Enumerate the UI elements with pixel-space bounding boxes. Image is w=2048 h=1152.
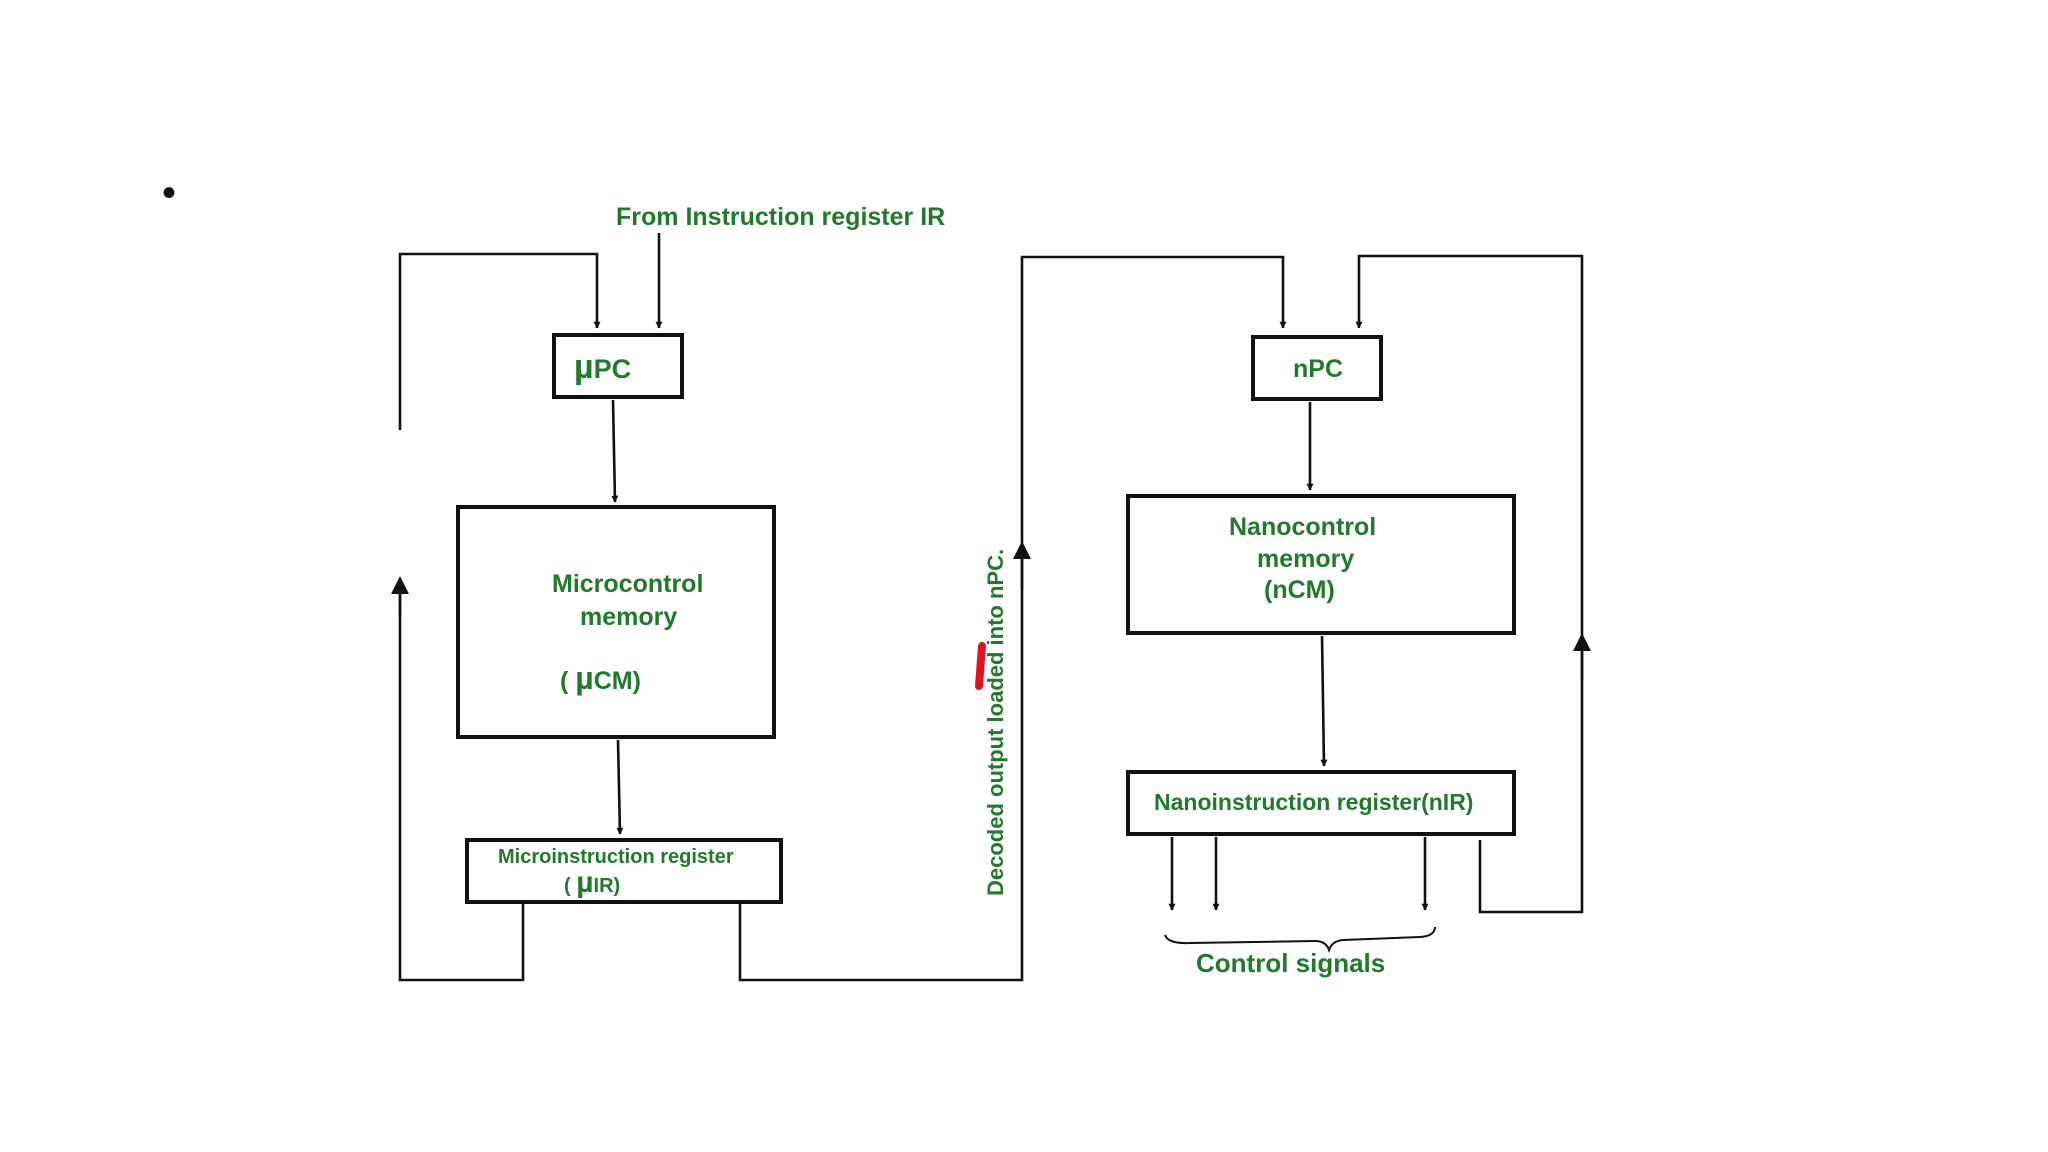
slide-bullet: • <box>162 171 176 215</box>
micro-memory-line2: memory <box>580 603 677 631</box>
nano-pc-box <box>1251 335 1383 401</box>
red-highlight-mark <box>975 642 986 690</box>
micro-memory-line3-prefix: ( <box>560 667 575 695</box>
nano-memory-line3: (nCM) <box>1264 576 1335 604</box>
ncm-to-nir-arrow <box>1320 635 1328 767</box>
nano-ir-label: Nanoinstruction register(nIR) <box>1154 789 1473 815</box>
micro-control-memory-box <box>456 505 776 739</box>
micro-ir-line2-suffix: IR) <box>594 875 621 897</box>
control-signals-brace <box>1164 926 1436 954</box>
micro-ir-line2: ( µIR) <box>564 866 620 899</box>
ucm-to-uir-arrow <box>616 739 624 835</box>
upc-to-ucm-arrow <box>611 399 619 503</box>
micro-ir-line1: Microinstruction register <box>498 846 734 868</box>
from-ir-label: From Instruction register IR <box>616 203 945 231</box>
micro-memory-line3: ( µCM) <box>560 660 641 696</box>
decoded-output-label: Decoded output loaded into nPC. <box>983 549 1008 896</box>
mu-symbol: µ <box>575 660 593 696</box>
micro-pc-text: PC <box>594 354 632 384</box>
mu-symbol: µ <box>576 866 593 899</box>
mu-symbol: µ <box>574 348 594 386</box>
uir-feedback-loop-bottom <box>398 585 525 982</box>
micro-pc-label: µPC <box>574 348 631 386</box>
nano-pc-label: nPC <box>1293 355 1343 383</box>
nir-feedback-loop <box>1355 254 1584 914</box>
micro-memory-line1: Microcontrol <box>552 570 703 598</box>
nano-instruction-register-box <box>1126 770 1516 836</box>
uir-to-npc-path <box>738 255 1287 982</box>
micro-pc-box <box>552 333 684 399</box>
uir-feedback-loop-top <box>398 252 601 430</box>
micro-memory-line3-suffix: CM) <box>594 667 641 695</box>
nano-memory-line1: Nanocontrol <box>1229 513 1376 541</box>
nano-memory-line2: memory <box>1257 545 1354 573</box>
control-signals-label: Control signals <box>1196 948 1385 978</box>
nano-control-memory-box <box>1126 494 1516 635</box>
micro-ir-line2-prefix: ( <box>564 875 576 897</box>
